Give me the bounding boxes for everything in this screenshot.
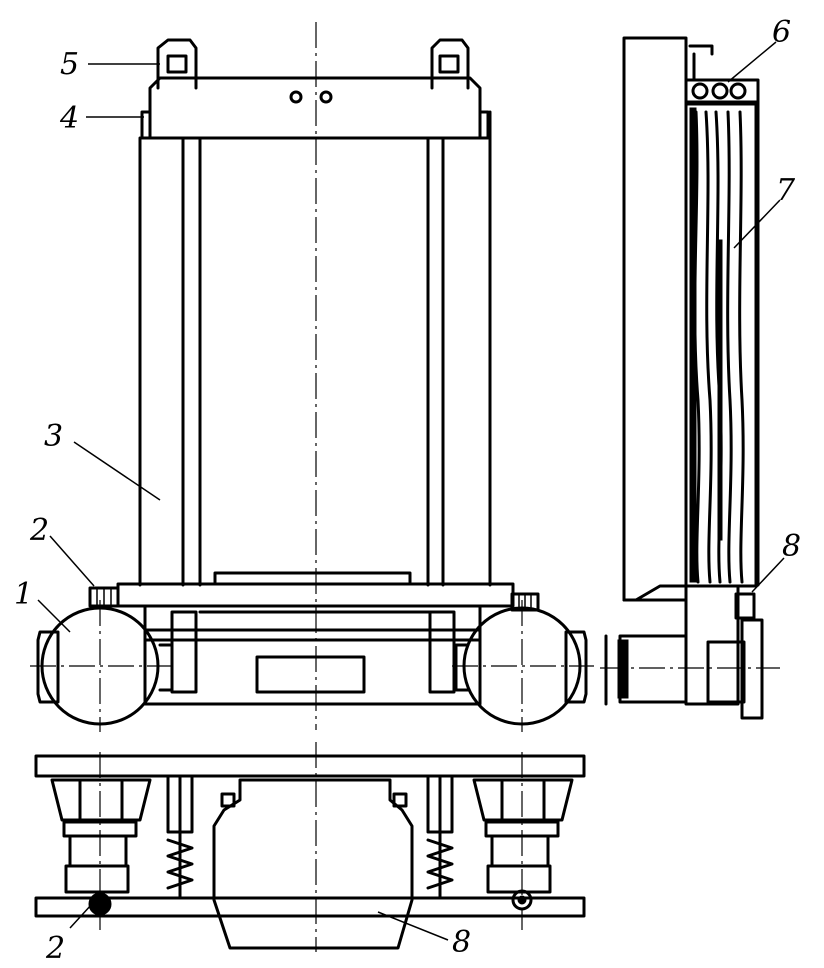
frame-posts [138,110,492,587]
plan-view [34,742,586,952]
base-frame [143,604,482,706]
part-labels: 5 4 3 2 1 6 7 8 2 8 [14,15,801,966]
central-block [212,778,414,950]
label-5: 5 [60,47,79,82]
side-frame [622,36,688,602]
bottom-bolt-left [88,892,112,916]
label-7: 7 [776,173,796,208]
front-view [30,22,594,732]
motor-mount-left [50,752,152,930]
label-8-side: 8 [782,529,801,564]
spring-right [426,774,454,900]
label-4: 4 [59,101,79,136]
side-base [600,584,780,720]
spring-left [166,774,194,900]
lifting-lug-left [156,38,198,90]
top-plate [34,754,586,778]
label-2-bottom: 2 [45,931,65,966]
label-8-bottom: 8 [452,925,471,960]
leader-lines [37,41,785,941]
label-6: 6 [772,15,791,50]
sample-box-stack [684,102,758,588]
label-3: 3 [44,419,63,454]
vibrator-motor-right [452,600,594,732]
label-1: 1 [14,577,33,612]
top-clamp [684,44,760,587]
label-2-top: 2 [29,513,49,548]
lifting-lug-right [430,38,470,90]
bolt-left [88,586,120,608]
base-rail [34,896,586,918]
vibrator-motor-left [30,600,174,732]
side-view [600,36,780,720]
bottom-bolt-right [511,889,533,911]
